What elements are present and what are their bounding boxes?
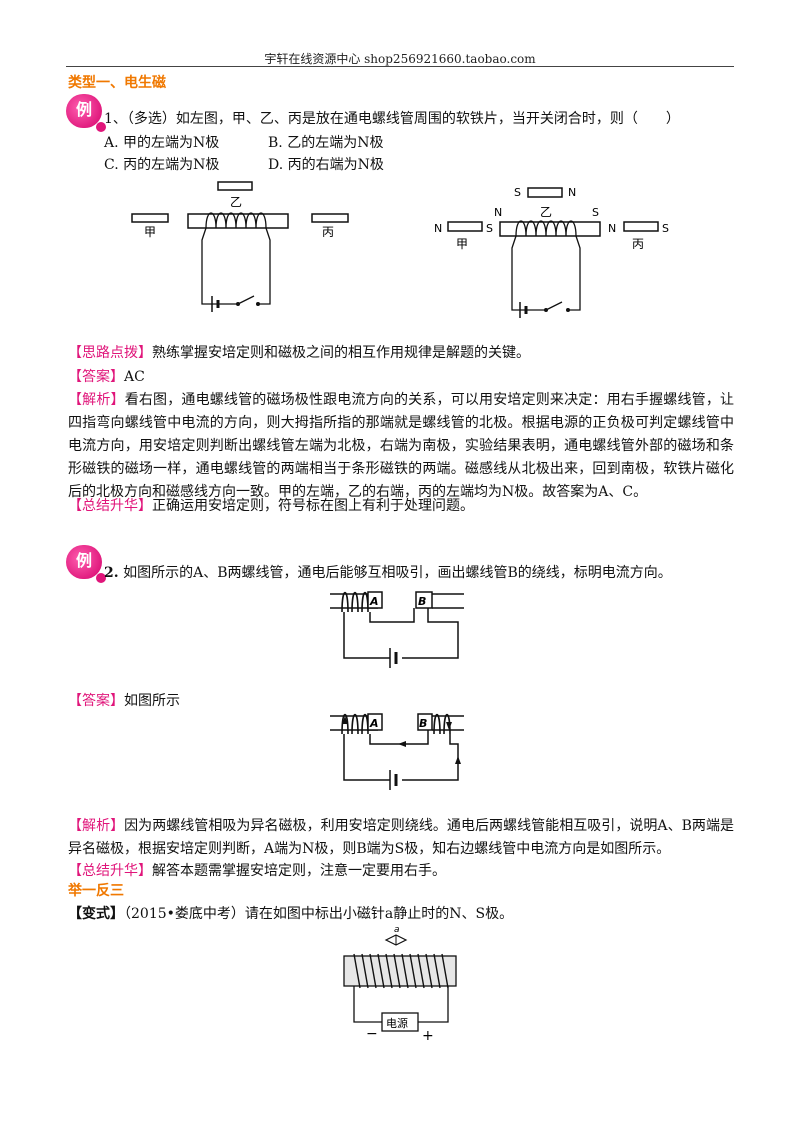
svg-text:A: A [369, 595, 379, 608]
q2-analysis: 【解析】因为两螺线管相吸为异名磁极，利用安培定则绕线。通电后两螺线管能相互吸引，… [68, 818, 734, 857]
q1-analysis: 【解析】看右图，通电螺线管的磁场极性跟电流方向的关系，可以用安培定则来决定：用右… [68, 392, 735, 500]
svg-text:B: B [419, 717, 427, 730]
q1-stem: 1、（多选）如左图，甲、乙、丙是放在通电螺线管周围的软铁片，当开关闭合时，则（ … [104, 111, 680, 127]
label-bing: 丙 [322, 225, 334, 239]
power-label: 电源 [386, 1016, 408, 1030]
svg-text:S: S [592, 206, 599, 219]
q1-option-d: D. 丙的右端为N极 [268, 157, 384, 173]
badge-tail [96, 122, 106, 132]
q2-figure-question: A B [330, 591, 464, 668]
label-jia: 甲 [144, 225, 156, 239]
q2-summary: 【总结升华】解答本题需掌握安培定则，注意一定要用右手。 [68, 863, 446, 879]
q1-summary: 【总结升华】正确运用安培定则，符号标在图上有利于处理问题。 [68, 498, 474, 514]
page-header: 宇轩在线资源中心 shop256921660.taobao.com [264, 52, 536, 66]
minus-sign: − [366, 1026, 378, 1042]
header-divider [66, 66, 734, 67]
q1-figure-left: 乙 甲 丙 [131, 181, 349, 312]
section-title-1: 类型一、电生磁 [68, 75, 166, 91]
svg-text:A: A [369, 717, 379, 730]
svg-text:S: S [486, 222, 493, 235]
q1-figure-right: S N N 乙 S N S 甲 N S 丙 [434, 186, 669, 318]
badge-tail [96, 573, 106, 583]
q1-option-b: B. 乙的左端为N极 [268, 135, 384, 151]
svg-text:B: B [418, 595, 426, 608]
q1-hint: 【思路点拨】熟练掌握安培定则和磁极之间的相互作用规律是解题的关键。 [68, 345, 530, 361]
svg-text:N: N [608, 222, 616, 235]
example-badge-icon: 例 [66, 545, 102, 579]
svg-text:N: N [434, 222, 442, 235]
q2-stem: 2. 如图所示的A、B两螺线管，通电后能够互相吸引，画出螺线管B的绕线，标明电流… [104, 565, 672, 581]
svg-text:丙: 丙 [632, 237, 644, 251]
section-title-2: 举一反三 [68, 883, 124, 899]
needle-label: a [394, 925, 400, 935]
q1-option-c: C. 丙的左端为N极 [104, 157, 220, 173]
svg-text:N: N [568, 186, 576, 199]
svg-text:S: S [662, 222, 669, 235]
svg-text:甲: 甲 [456, 237, 468, 251]
svg-text:S: S [514, 186, 521, 199]
plus-sign: + [422, 1028, 434, 1042]
example-badge-icon: 例 [66, 94, 102, 128]
q2-figure-answer: A B [330, 713, 464, 790]
variant-question: 【变式】（2015•娄底中考）请在如图中标出小磁针a静止时的N、S极。 [68, 906, 514, 922]
q1-answer: 【答案】AC [68, 369, 145, 385]
svg-text:乙: 乙 [540, 205, 552, 219]
label-yi: 乙 [230, 195, 242, 209]
svg-text:N: N [494, 206, 502, 219]
variant-figure: a 电源 − + [343, 925, 457, 1042]
q2-answer: 【答案】如图所示 [68, 693, 180, 709]
q1-option-a: A. 甲的左端为N极 [104, 135, 220, 151]
